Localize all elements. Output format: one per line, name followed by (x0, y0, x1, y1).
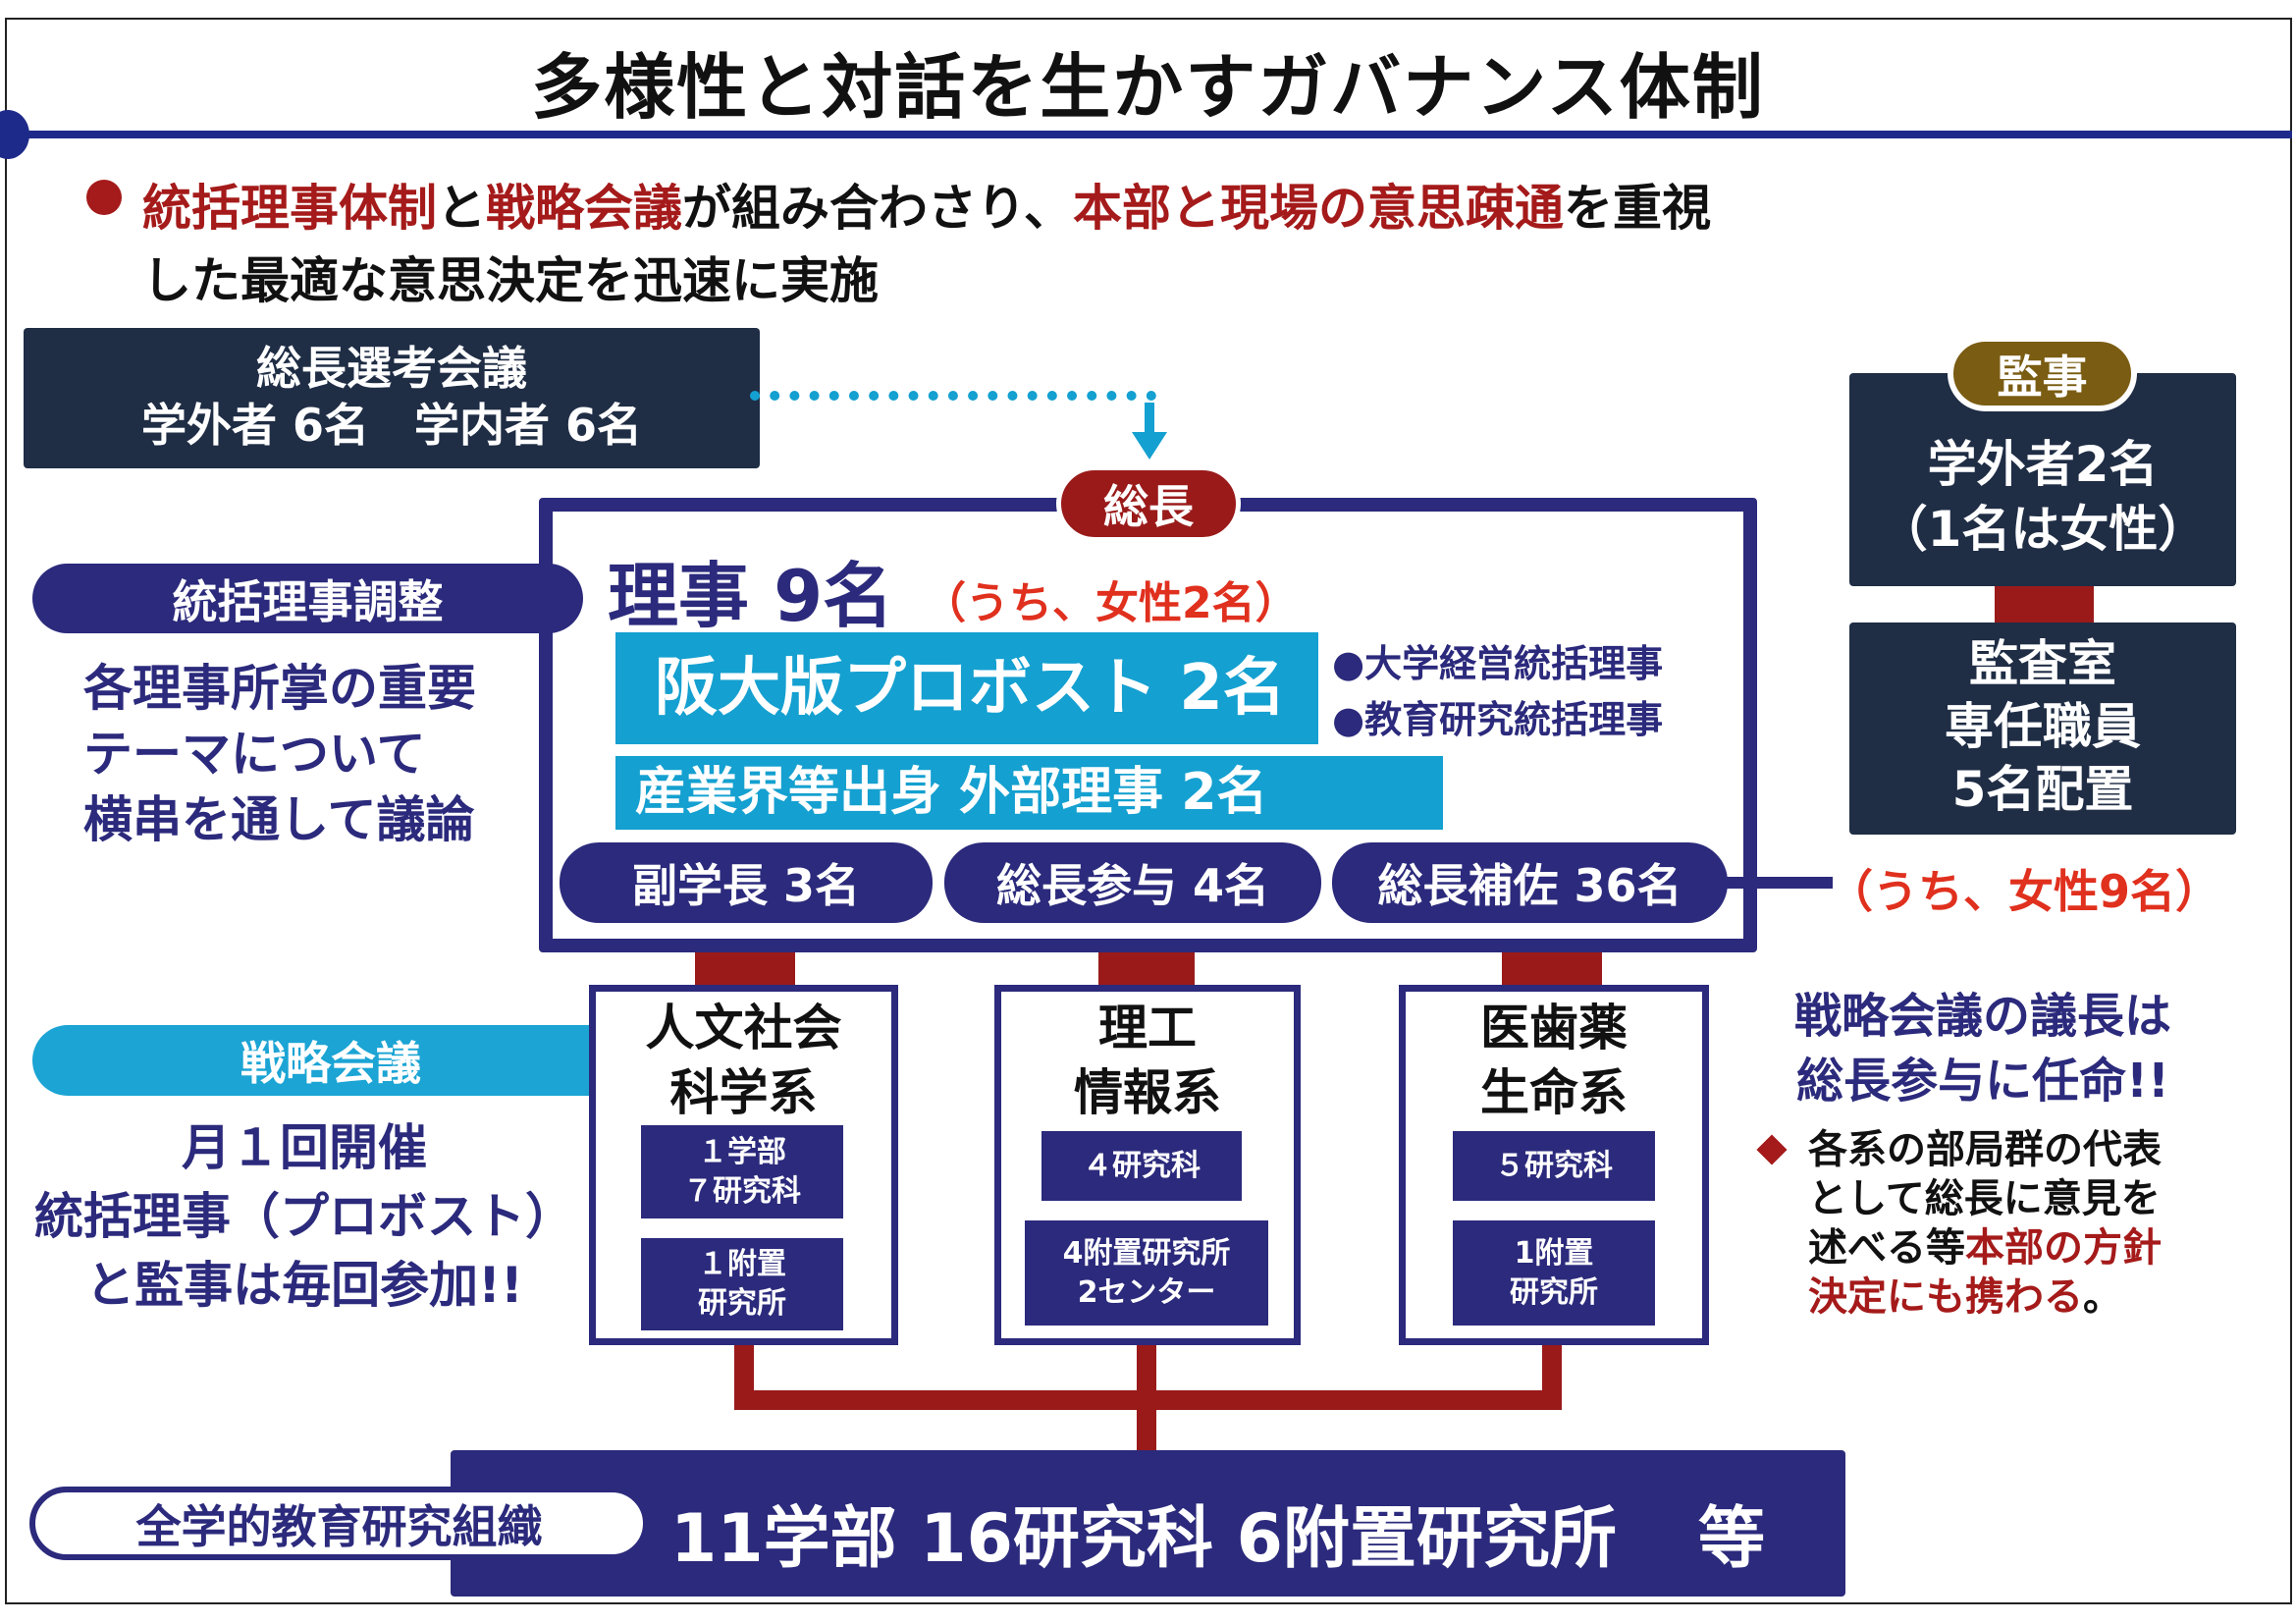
provost-roles: ●大学経営統括理事 ●教育研究統括理事 (1332, 636, 1663, 748)
bullet-icon (86, 180, 122, 215)
lead-emphasis: 戦略会議 (486, 180, 682, 237)
organization-summary: 11学部 16研究科 6附置研究所 (670, 1500, 1617, 1578)
arrow-shaft (1145, 403, 1154, 434)
auditor-members-note: （1名は女性） (1878, 501, 2208, 558)
external-directors-box: 産業界等出身 外部理事 2名 (615, 756, 1443, 830)
division-unit: １学部 ７研究科 (641, 1125, 843, 1218)
division-unit: 1附置研究所 (1453, 1220, 1655, 1326)
strategy-description: 月１回開催 統括理事（プロボスト） と監事は毎回参加!! (20, 1113, 589, 1320)
note-emphasis: 本部の方針 (1965, 1225, 2162, 1271)
coordination-pill: 統括理事調整 (32, 564, 583, 633)
title-underline (10, 131, 2292, 138)
description-line: 各理事所掌の重要 (83, 660, 476, 717)
selection-committee-name: 総長選考会議 (256, 342, 527, 395)
unit-line: 研究所 (698, 1286, 786, 1321)
audit-office-staff: 専任職員 (1945, 698, 2141, 755)
division-title: 医歯薬 (1480, 1000, 1628, 1056)
unit-line: ５研究科 (1495, 1148, 1613, 1183)
note-women: 女性9名 (2008, 865, 2176, 918)
provost-box: 阪大版プロボスト 2名 (615, 632, 1318, 744)
unit-line: 研究所 (1510, 1274, 1598, 1310)
division-connector (1502, 952, 1602, 985)
arrow-down-icon (1132, 432, 1167, 460)
division-connector (695, 952, 795, 985)
note-end: 。 (2083, 1274, 2122, 1320)
unit-line: １附置 (698, 1247, 786, 1281)
lead-text: を重視 (1564, 180, 1711, 237)
note-women: 女性2名 (1095, 578, 1255, 628)
division-unit: ４研究科 (1041, 1131, 1242, 1201)
division-title: 科学系 (669, 1064, 818, 1121)
note-line: 各系の部局群の代表 (1808, 1127, 2162, 1172)
strategy-meeting-pill: 戦略会議 (32, 1025, 629, 1096)
page-title: 多様性と対話を生かすガバナンス体制 (531, 46, 1765, 129)
description-line: 横串を通して議論 (83, 791, 475, 848)
description-line: 月１回開催 (182, 1119, 427, 1176)
slide-frame (5, 18, 2292, 1604)
lead-line-1: 統括理事体制と戦略会議が組み合わさり、本部と現場の意思疎通を重視 (142, 169, 1711, 240)
unit-line: ４研究科 (1083, 1148, 1201, 1183)
note-suffix: ） (1255, 578, 1299, 628)
provost-role: ●大学経営統括理事 (1332, 642, 1664, 685)
assistants-women-note: （うち、女性9名） (1828, 856, 2220, 921)
advisors-pill: 総長参与 4名 (944, 842, 1321, 923)
note-line: として総長に意見を (1808, 1176, 2161, 1221)
lead-text: が組み合わさり、 (682, 180, 1073, 237)
president-badge: 総長 (1056, 465, 1241, 542)
division-connector (1098, 952, 1195, 985)
lead-text: と (437, 180, 486, 237)
auditor-connector (1995, 586, 2094, 623)
auditor-members: 学外者2名 (1927, 436, 2159, 493)
coordination-description: 各理事所掌の重要 テーマについて 横串を通して議論 (83, 656, 476, 853)
lead-line-2: した最適な意思決定を迅速に実施 (142, 252, 879, 309)
organization-suffix: 等 (1698, 1500, 1766, 1578)
note-suffix: ） (2175, 865, 2221, 918)
audit-office-count: 5名配置 (1951, 761, 2134, 818)
division-unit: １附置研究所 (641, 1238, 843, 1330)
strategy-chair-note: 戦略会議の議長は 総長参与に任命!! (1747, 984, 2218, 1113)
unit-line: 2センター (1077, 1274, 1216, 1310)
division-role-note: 各系の部局群の代表 として総長に意見を 述べる等本部の方針 決定にも携わる。 (1808, 1125, 2162, 1322)
division-title: 生命系 (1480, 1064, 1628, 1121)
audit-office-box: 監査室 専任職員 5名配置 (1849, 623, 2236, 835)
provost-role: ●教育研究統括理事 (1332, 698, 1664, 741)
assistants-connector (1723, 877, 1833, 889)
unit-line: 4附置研究所 (1062, 1235, 1231, 1271)
division-unit: ５研究科 (1453, 1131, 1655, 1201)
lead-emphasis: 統括理事体制 (142, 180, 437, 237)
unit-line: ７研究科 (683, 1173, 801, 1209)
description-line: 統括理事（プロボスト） (34, 1188, 574, 1245)
unit-line: １学部 (698, 1134, 786, 1169)
note-prefix: （うち、 (1828, 865, 2008, 918)
selection-committee-box: 総長選考会議 学外者 6名 学内者 6名 (24, 328, 760, 468)
division-title: 情報系 (1074, 1064, 1221, 1121)
division-title: 人文社会 (645, 1000, 842, 1056)
division-title: 理工 (1098, 1000, 1197, 1056)
audit-office-name: 監査室 (1969, 635, 2116, 692)
organization-box: 11学部 16研究科 6附置研究所 等 (451, 1450, 1845, 1597)
note-line: 戦略会議の議長は (1793, 989, 2171, 1044)
vice-presidents-pill: 副学長 3名 (560, 842, 933, 923)
directors-women-note: （うち、女性2名） (923, 568, 1299, 630)
unit-line: 1附置 (1514, 1235, 1594, 1271)
assistants-pill: 総長補佐 36名 (1332, 842, 1728, 923)
dotted-connector (750, 391, 1156, 401)
note-line: 述べる等 (1808, 1225, 1965, 1271)
directors-count: 理事 9名 (608, 555, 894, 637)
note-prefix: （うち、 (923, 578, 1095, 628)
tree-connector (734, 1390, 1562, 1410)
note-line: 総長参与に任命!! (1796, 1054, 2169, 1109)
selection-committee-members: 学外者 6名 学内者 6名 (140, 399, 643, 452)
description-line: と監事は毎回参加!! (85, 1257, 523, 1314)
note-emphasis: 決定にも携わる (1808, 1274, 2083, 1320)
lead-emphasis: 本部と現場の意思疎通 (1073, 180, 1564, 237)
organization-label-pill: 全学的教育研究組織 (29, 1487, 649, 1560)
description-line: テーマについて (83, 726, 426, 783)
auditor-badge: 監事 (1948, 336, 2137, 411)
